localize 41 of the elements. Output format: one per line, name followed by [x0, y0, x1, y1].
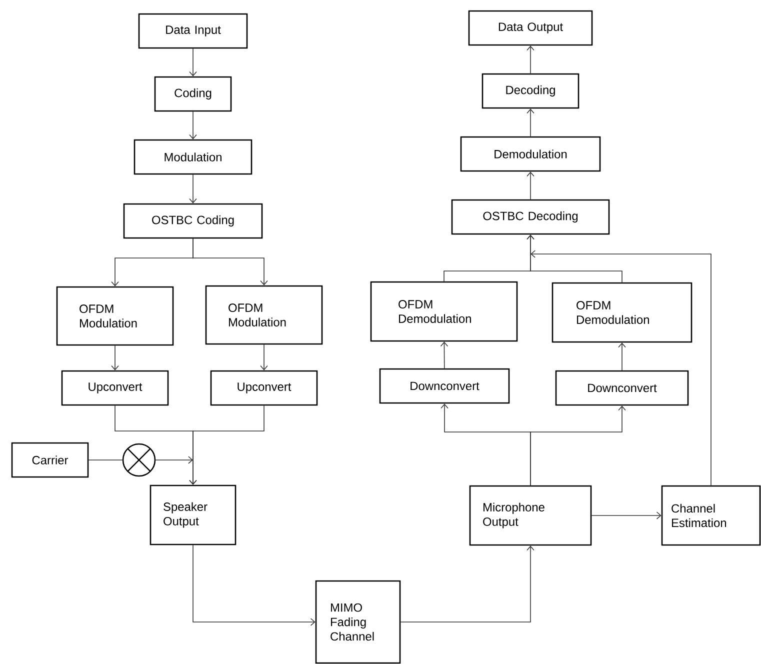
process-box: Data Input — [138, 13, 248, 49]
process-box: OSTBC Decoding — [451, 199, 610, 235]
arrow — [526, 234, 622, 283]
arrow — [530, 250, 712, 486]
process-box: Coding — [154, 76, 232, 112]
process-box: OFDM Modulation — [205, 285, 323, 345]
process-box: Demodulation — [460, 136, 601, 172]
process-box: Decoding — [482, 73, 580, 109]
process-box: Upconvert — [210, 370, 318, 406]
arrow — [111, 345, 119, 370]
process-box: Downconvert — [379, 368, 510, 404]
process-box: OFDM Demodulation — [552, 282, 692, 343]
arrow — [526, 46, 534, 74]
process-box: Downconvert — [555, 370, 689, 406]
arrow — [530, 406, 626, 486]
process-box: Data Output — [468, 10, 593, 46]
arrow — [618, 342, 626, 371]
arrow — [260, 344, 268, 370]
arrow — [189, 111, 197, 140]
arrow — [526, 172, 534, 200]
arrow — [440, 342, 448, 369]
arrow — [526, 108, 534, 137]
process-box: Speaker Output — [150, 484, 236, 546]
process-box: OSTBC Coding — [123, 203, 263, 239]
arrow — [192, 544, 316, 626]
arrow — [192, 238, 268, 286]
process-box: OFDM Demodulation — [370, 281, 518, 342]
process-box: Microphone Output — [469, 485, 592, 546]
process-box: Modulation — [134, 139, 252, 175]
process-box: Channel Estimation — [661, 485, 761, 546]
arrow — [189, 174, 197, 204]
arrow — [189, 405, 264, 485]
arrow — [591, 512, 662, 520]
multiplier-circle — [122, 443, 156, 477]
arrow — [189, 48, 197, 76]
process-box: MIMO Fading Channel — [315, 580, 401, 664]
process-box: Carrier — [11, 442, 89, 478]
arrow — [155, 456, 193, 464]
arrow — [400, 546, 534, 622]
process-box: Upconvert — [61, 370, 169, 406]
process-box: OFDM Modulation — [56, 286, 174, 346]
